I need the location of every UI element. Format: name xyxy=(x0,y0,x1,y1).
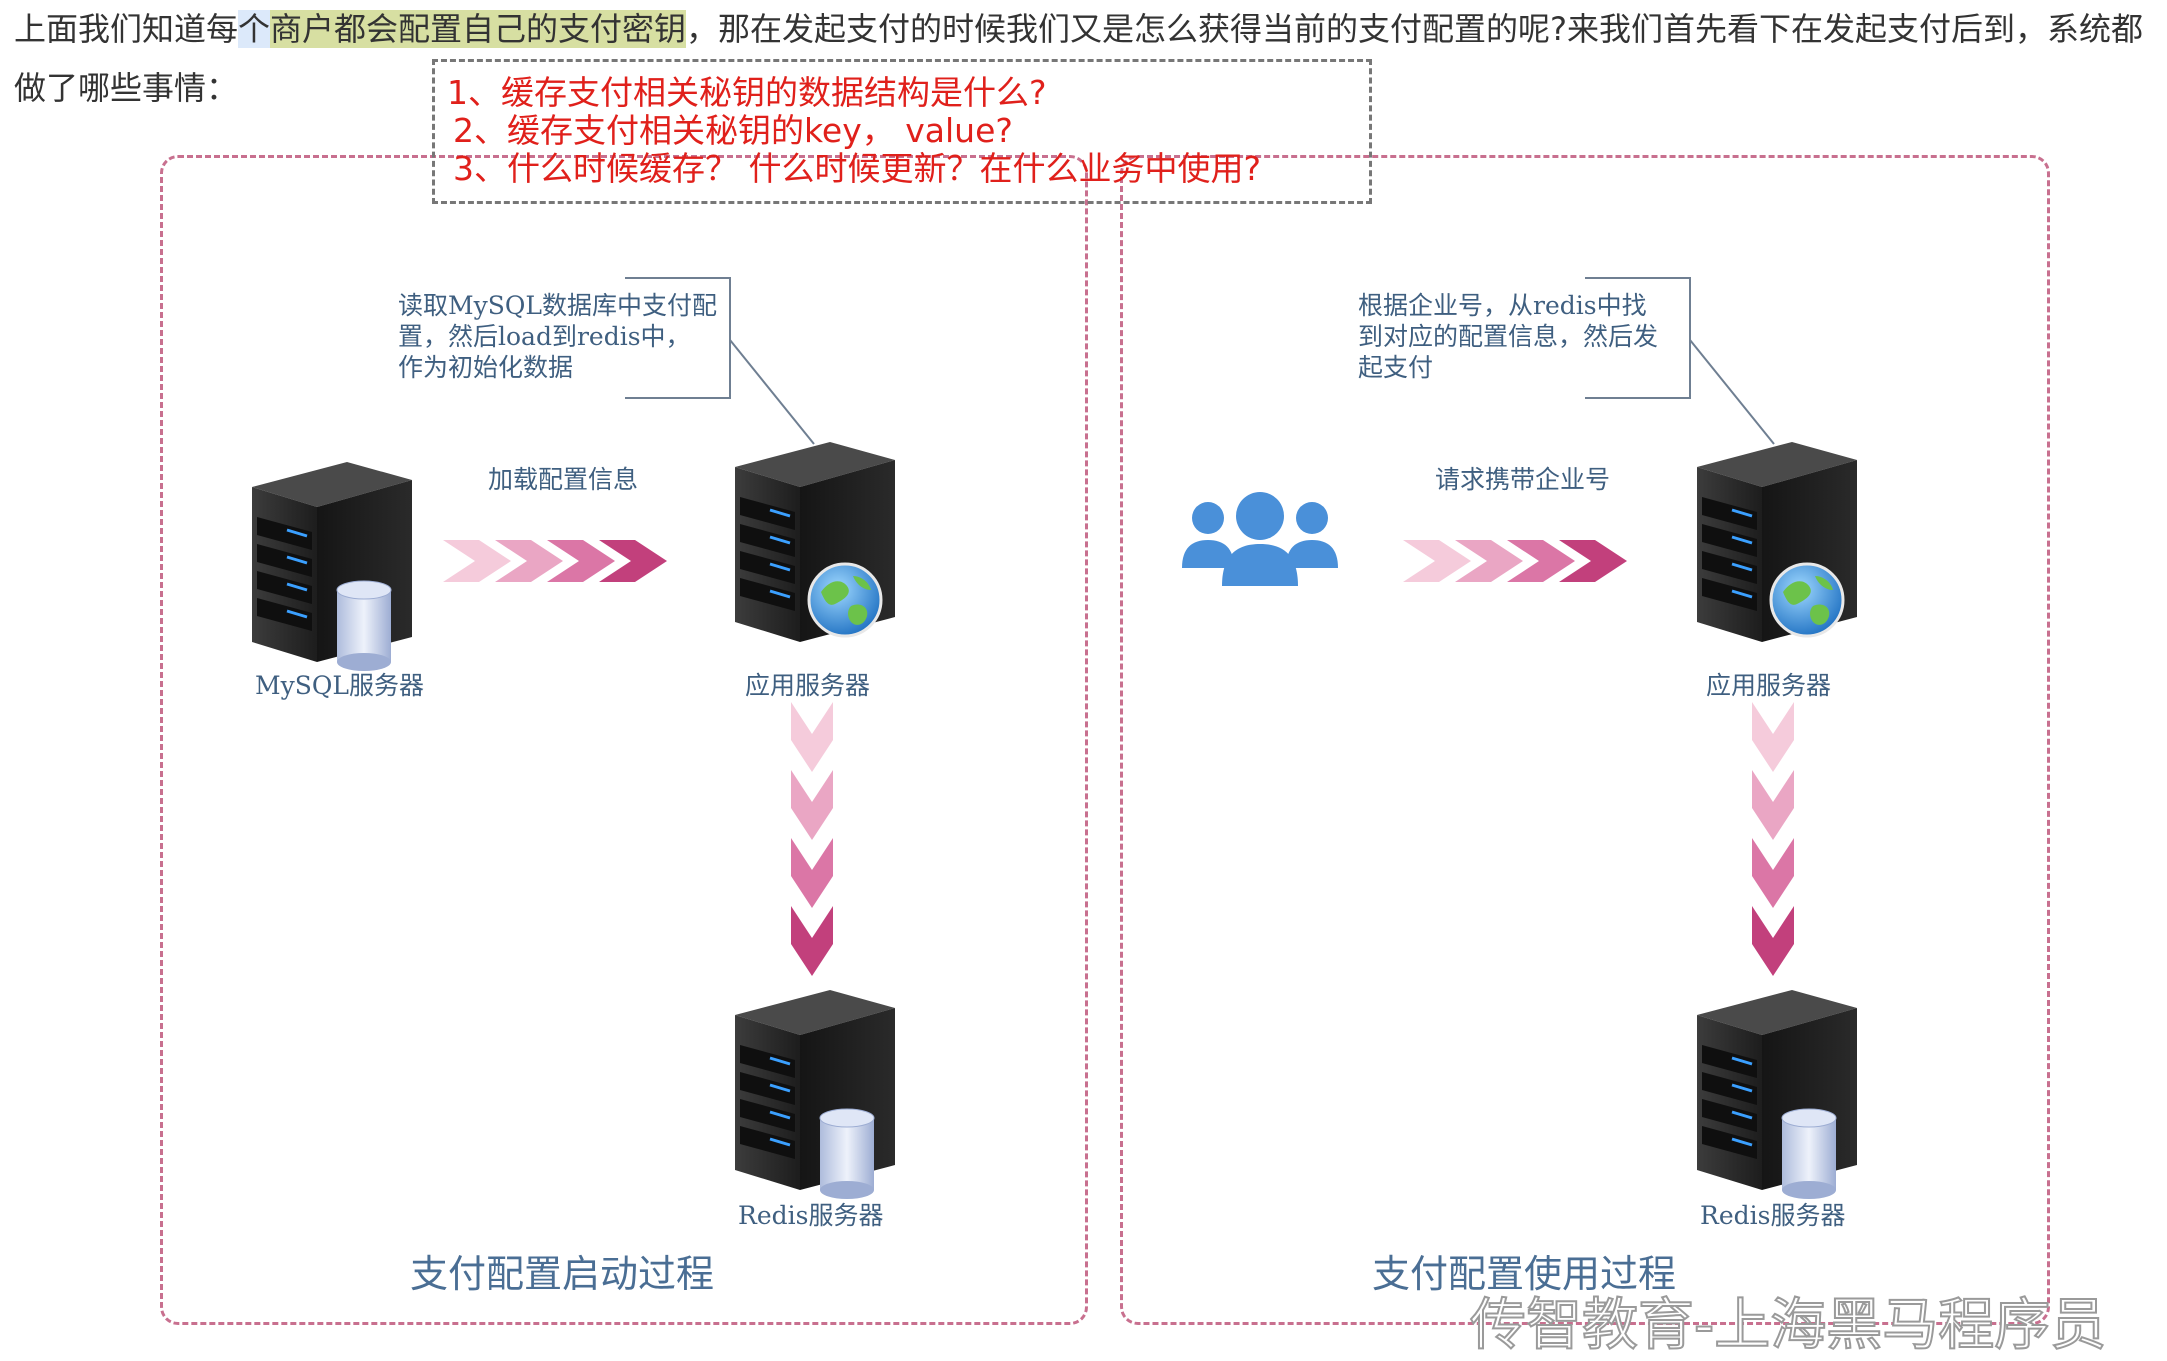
callout-right-line-3: 起支付 xyxy=(1358,353,1434,382)
intro-text-2: ，那在发起支付的时候我们又是怎么获得当前的支付配置的呢?来我们首先看下在发起支付… xyxy=(14,10,2144,107)
intro-highlight-green: 商户都会配置自己的支付密钥 xyxy=(270,10,687,48)
intro-text-1: 上面我们知道每 xyxy=(14,10,239,48)
redis-server-right-label: Redis服务器 xyxy=(1700,1201,1846,1230)
app-server-right-label: 应用服务器 xyxy=(1706,671,1832,700)
panel-usage xyxy=(1120,155,2050,1325)
callout-right-line-2: 到对应的配置信息，然后发 xyxy=(1358,322,1659,351)
arrow-label-right: 请求携带企业号 xyxy=(1435,465,1611,494)
callout-text-right: 根据企业号，从redis中找 到对应的配置信息，然后发 起支付 xyxy=(1358,290,1658,383)
redis-server-left-icon xyxy=(733,988,897,1200)
callout-left-line-3: 作为初始化数据 xyxy=(398,353,574,382)
panel-startup xyxy=(160,155,1088,1325)
questions-box xyxy=(432,59,1372,204)
users-icon xyxy=(1182,492,1338,586)
callout-text-left: 读取MySQL数据库中支付配 置，然后load到redis中， 作为初始化数据 xyxy=(398,290,717,383)
callout-left-line-1: 读取MySQL数据库中支付配 xyxy=(398,291,717,320)
mysql-server-icon xyxy=(250,460,414,672)
intro-paragraph: 上面我们知道每个商户都会配置自己的支付密钥，那在发起支付的时候我们又是怎么获得当… xyxy=(14,0,2154,118)
callout-bracket-right xyxy=(1585,277,1775,445)
callout-left-line-2: 置，然后load到redis中， xyxy=(398,322,691,351)
redis-server-left-label: Redis服务器 xyxy=(738,1201,884,1230)
panel-startup-title: 支付配置启动过程 xyxy=(410,1252,715,1296)
redis-server-right-icon xyxy=(1695,988,1859,1200)
app-server-left-label: 应用服务器 xyxy=(745,671,871,700)
question-3: 3、什么时候缓存？ 什么时候更新？在什么业务中使用? xyxy=(453,149,1262,188)
app-server-left-icon xyxy=(733,440,897,644)
arrow-chevrons-left xyxy=(443,540,667,582)
callout-bracket-left xyxy=(625,277,815,445)
app-server-right-icon xyxy=(1695,440,1859,644)
question-1: 1、缓存支付相关秘钥的数据结构是什么? xyxy=(447,73,1047,112)
arrow-chevrons-right xyxy=(1403,540,1627,582)
callout-right-line-1: 根据企业号，从redis中找 xyxy=(1358,291,1647,320)
watermark: 传智教育-上海黑马程序员 xyxy=(1469,1292,2107,1359)
intro-highlight-blue: 个 xyxy=(238,10,271,48)
mysql-server-label: MySQL服务器 xyxy=(255,671,424,700)
arrow-down-chevrons-right xyxy=(1752,702,1794,976)
question-2: 2、缓存支付相关秘钥的key， value? xyxy=(453,111,1013,150)
arrow-label-left: 加载配置信息 xyxy=(488,465,639,494)
panel-usage-title: 支付配置使用过程 xyxy=(1372,1252,1677,1296)
arrow-down-chevrons-left xyxy=(791,702,833,976)
